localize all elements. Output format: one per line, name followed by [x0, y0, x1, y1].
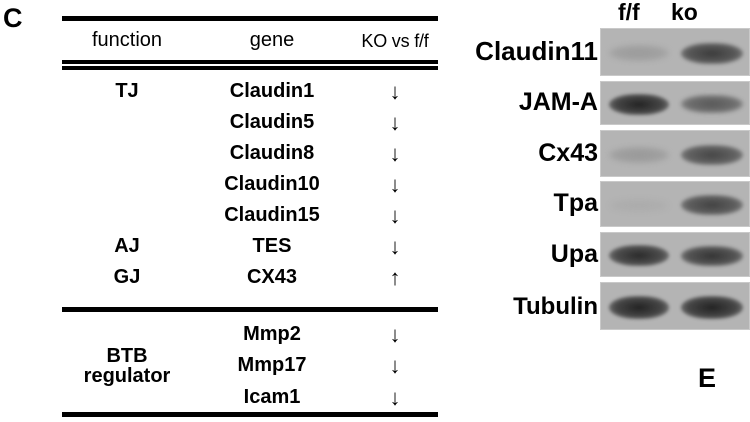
- blot-band-ko: [681, 246, 743, 266]
- table-row: Mmp2 ↓: [62, 319, 438, 350]
- column-header-gene: gene: [249, 29, 295, 51]
- table-rule-middle: [62, 307, 438, 312]
- blot-row: Claudin11: [455, 28, 750, 76]
- table-row: Claudin15 ↓: [62, 200, 438, 231]
- blot-row: JAM-A: [455, 81, 750, 125]
- blot-band-ff: [609, 94, 669, 115]
- cell-gene: Claudin8: [229, 142, 315, 164]
- cell-gene: Claudin10: [224, 173, 320, 195]
- table-header-row: function gene KO vs f/f: [62, 25, 438, 56]
- cell-direction-arrow: ↓: [389, 233, 401, 259]
- blot-band-ko: [681, 95, 743, 113]
- table-row: BTB regulator Mmp17 ↓: [62, 346, 438, 386]
- cell-gene: Claudin1: [229, 80, 315, 102]
- blot-band-ff: [609, 245, 669, 266]
- lane-header-ff: f/f: [618, 0, 640, 25]
- cell-gene: Mmp2: [243, 323, 301, 345]
- blot-label: Claudin11: [475, 36, 598, 66]
- blot-lane-headers: f/f ko: [455, 0, 750, 28]
- cell-function: GJ: [113, 266, 141, 289]
- table-row: Claudin10 ↓: [62, 169, 438, 200]
- blot-membrane-image: [600, 232, 750, 277]
- cell-direction-arrow: ↓: [389, 171, 401, 197]
- column-header-function: function: [91, 29, 163, 52]
- blot-label: Tubulin: [513, 293, 598, 320]
- blot-row: Cx43: [455, 130, 750, 177]
- table-row: Icam1 ↓: [62, 382, 438, 413]
- gene-regulation-table: function gene KO vs f/f TJ Claudin1 ↓ Cl…: [62, 16, 438, 418]
- cell-function: TJ: [115, 80, 139, 103]
- table-rule-top: [62, 16, 438, 21]
- table-row: Claudin8 ↓: [62, 138, 438, 169]
- cell-gene: Icam1: [243, 386, 301, 408]
- blot-membrane-image: [600, 181, 750, 227]
- cell-function: BTB regulator: [83, 344, 171, 387]
- blot-membrane-image: [600, 130, 750, 177]
- blot-membrane-image: [600, 28, 750, 76]
- cell-direction-arrow: ↑: [389, 264, 401, 290]
- blot-membrane-image: [600, 282, 750, 330]
- cell-gene: CX43: [246, 266, 298, 288]
- blot-membrane-image: [600, 81, 750, 125]
- table-rule-header: [62, 60, 438, 64]
- blot-row: Tpa: [455, 181, 750, 227]
- blot-band-ff: [609, 45, 669, 61]
- table-rule-header-second: [62, 66, 438, 70]
- blot-label: Upa: [550, 240, 598, 268]
- table-row: TJ Claudin1 ↓: [62, 76, 438, 107]
- blot-band-ff: [609, 199, 669, 212]
- table-row: AJ TES ↓: [62, 231, 438, 262]
- panel-label-e: E: [698, 363, 717, 393]
- blot-band-ko: [681, 296, 743, 319]
- cell-direction-arrow: ↓: [389, 352, 401, 378]
- blot-band-ff: [609, 147, 669, 163]
- cell-direction-arrow: ↓: [389, 109, 401, 135]
- table-rule-bottom: [62, 412, 438, 417]
- cell-direction-arrow: ↓: [389, 202, 401, 228]
- cell-direction-arrow: ↓: [389, 384, 401, 410]
- blot-band-ko: [681, 43, 743, 64]
- cell-direction-arrow: ↓: [389, 78, 401, 104]
- column-header-comparison: KO vs f/f: [361, 30, 429, 51]
- table-row: Claudin5 ↓: [62, 107, 438, 138]
- cell-direction-arrow: ↓: [389, 140, 401, 166]
- cell-direction-arrow: ↓: [389, 321, 401, 347]
- blot-band-ko: [681, 195, 743, 215]
- cell-gene: Mmp17: [237, 354, 307, 376]
- panel-label-c: C: [3, 3, 23, 33]
- cell-gene: Claudin5: [229, 111, 315, 133]
- blot-band-ko: [681, 145, 743, 165]
- cell-gene: TES: [252, 235, 292, 257]
- table-row: GJ CX43 ↑: [62, 262, 438, 293]
- blot-label: Tpa: [553, 189, 598, 217]
- lane-header-ko: ko: [671, 0, 698, 25]
- cell-function: AJ: [114, 235, 140, 258]
- cell-gene: Claudin15: [224, 204, 320, 226]
- blot-label: JAM-A: [518, 88, 598, 116]
- blot-label: Cx43: [538, 139, 598, 167]
- blot-band-ff: [609, 296, 669, 319]
- blot-row: Tubulin: [455, 282, 750, 330]
- blot-row: Upa: [455, 232, 750, 277]
